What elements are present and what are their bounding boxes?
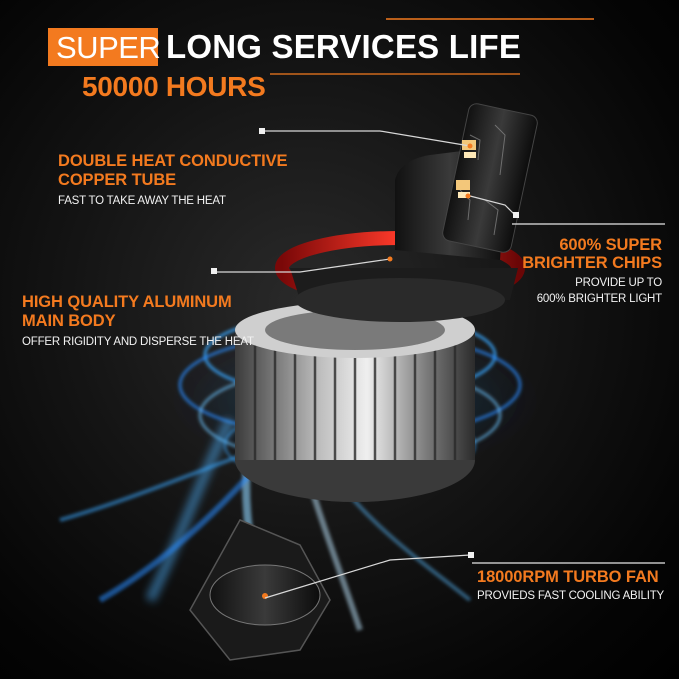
callout-leaders bbox=[215, 130, 516, 599]
headline-title: LONG SERVICES LIFE bbox=[166, 28, 522, 65]
chips-title-line1: 600% SUPER bbox=[559, 236, 662, 254]
chips-description-line1: PROVIDE UP TO bbox=[575, 277, 662, 289]
fan-description: PROVIEDS FAST COOLING ABILITY bbox=[477, 590, 664, 602]
headline-subtitle: 50000 HOURS bbox=[82, 71, 266, 102]
chips-description-line2: 600% BRIGHTER LIGHT bbox=[536, 293, 662, 305]
body-title-line1: HIGH QUALITY ALUMINUM bbox=[22, 293, 232, 311]
copper-tube-title-line2: COPPER TUBE bbox=[58, 171, 177, 189]
turbo-fan bbox=[189, 519, 331, 661]
copper-tube-description: FAST TO TAKE AWAY THE HEAT bbox=[58, 195, 226, 207]
copper-tube-title-line1: DOUBLE HEAT CONDUCTIVE bbox=[58, 152, 288, 170]
fan-title: 18000RPM TURBO FAN bbox=[477, 568, 659, 586]
body-description: OFFER RIGIDITY AND DISPERSE THE HEAT bbox=[22, 336, 254, 348]
chips-title-line2: BRIGHTER CHIPS bbox=[522, 254, 662, 272]
copper-tube-stem bbox=[395, 103, 538, 260]
body-title-line2: MAIN BODY bbox=[22, 312, 116, 330]
aluminum-main-body bbox=[235, 302, 475, 502]
super-badge: SUPER bbox=[56, 30, 161, 65]
super-badge-background bbox=[48, 28, 158, 66]
